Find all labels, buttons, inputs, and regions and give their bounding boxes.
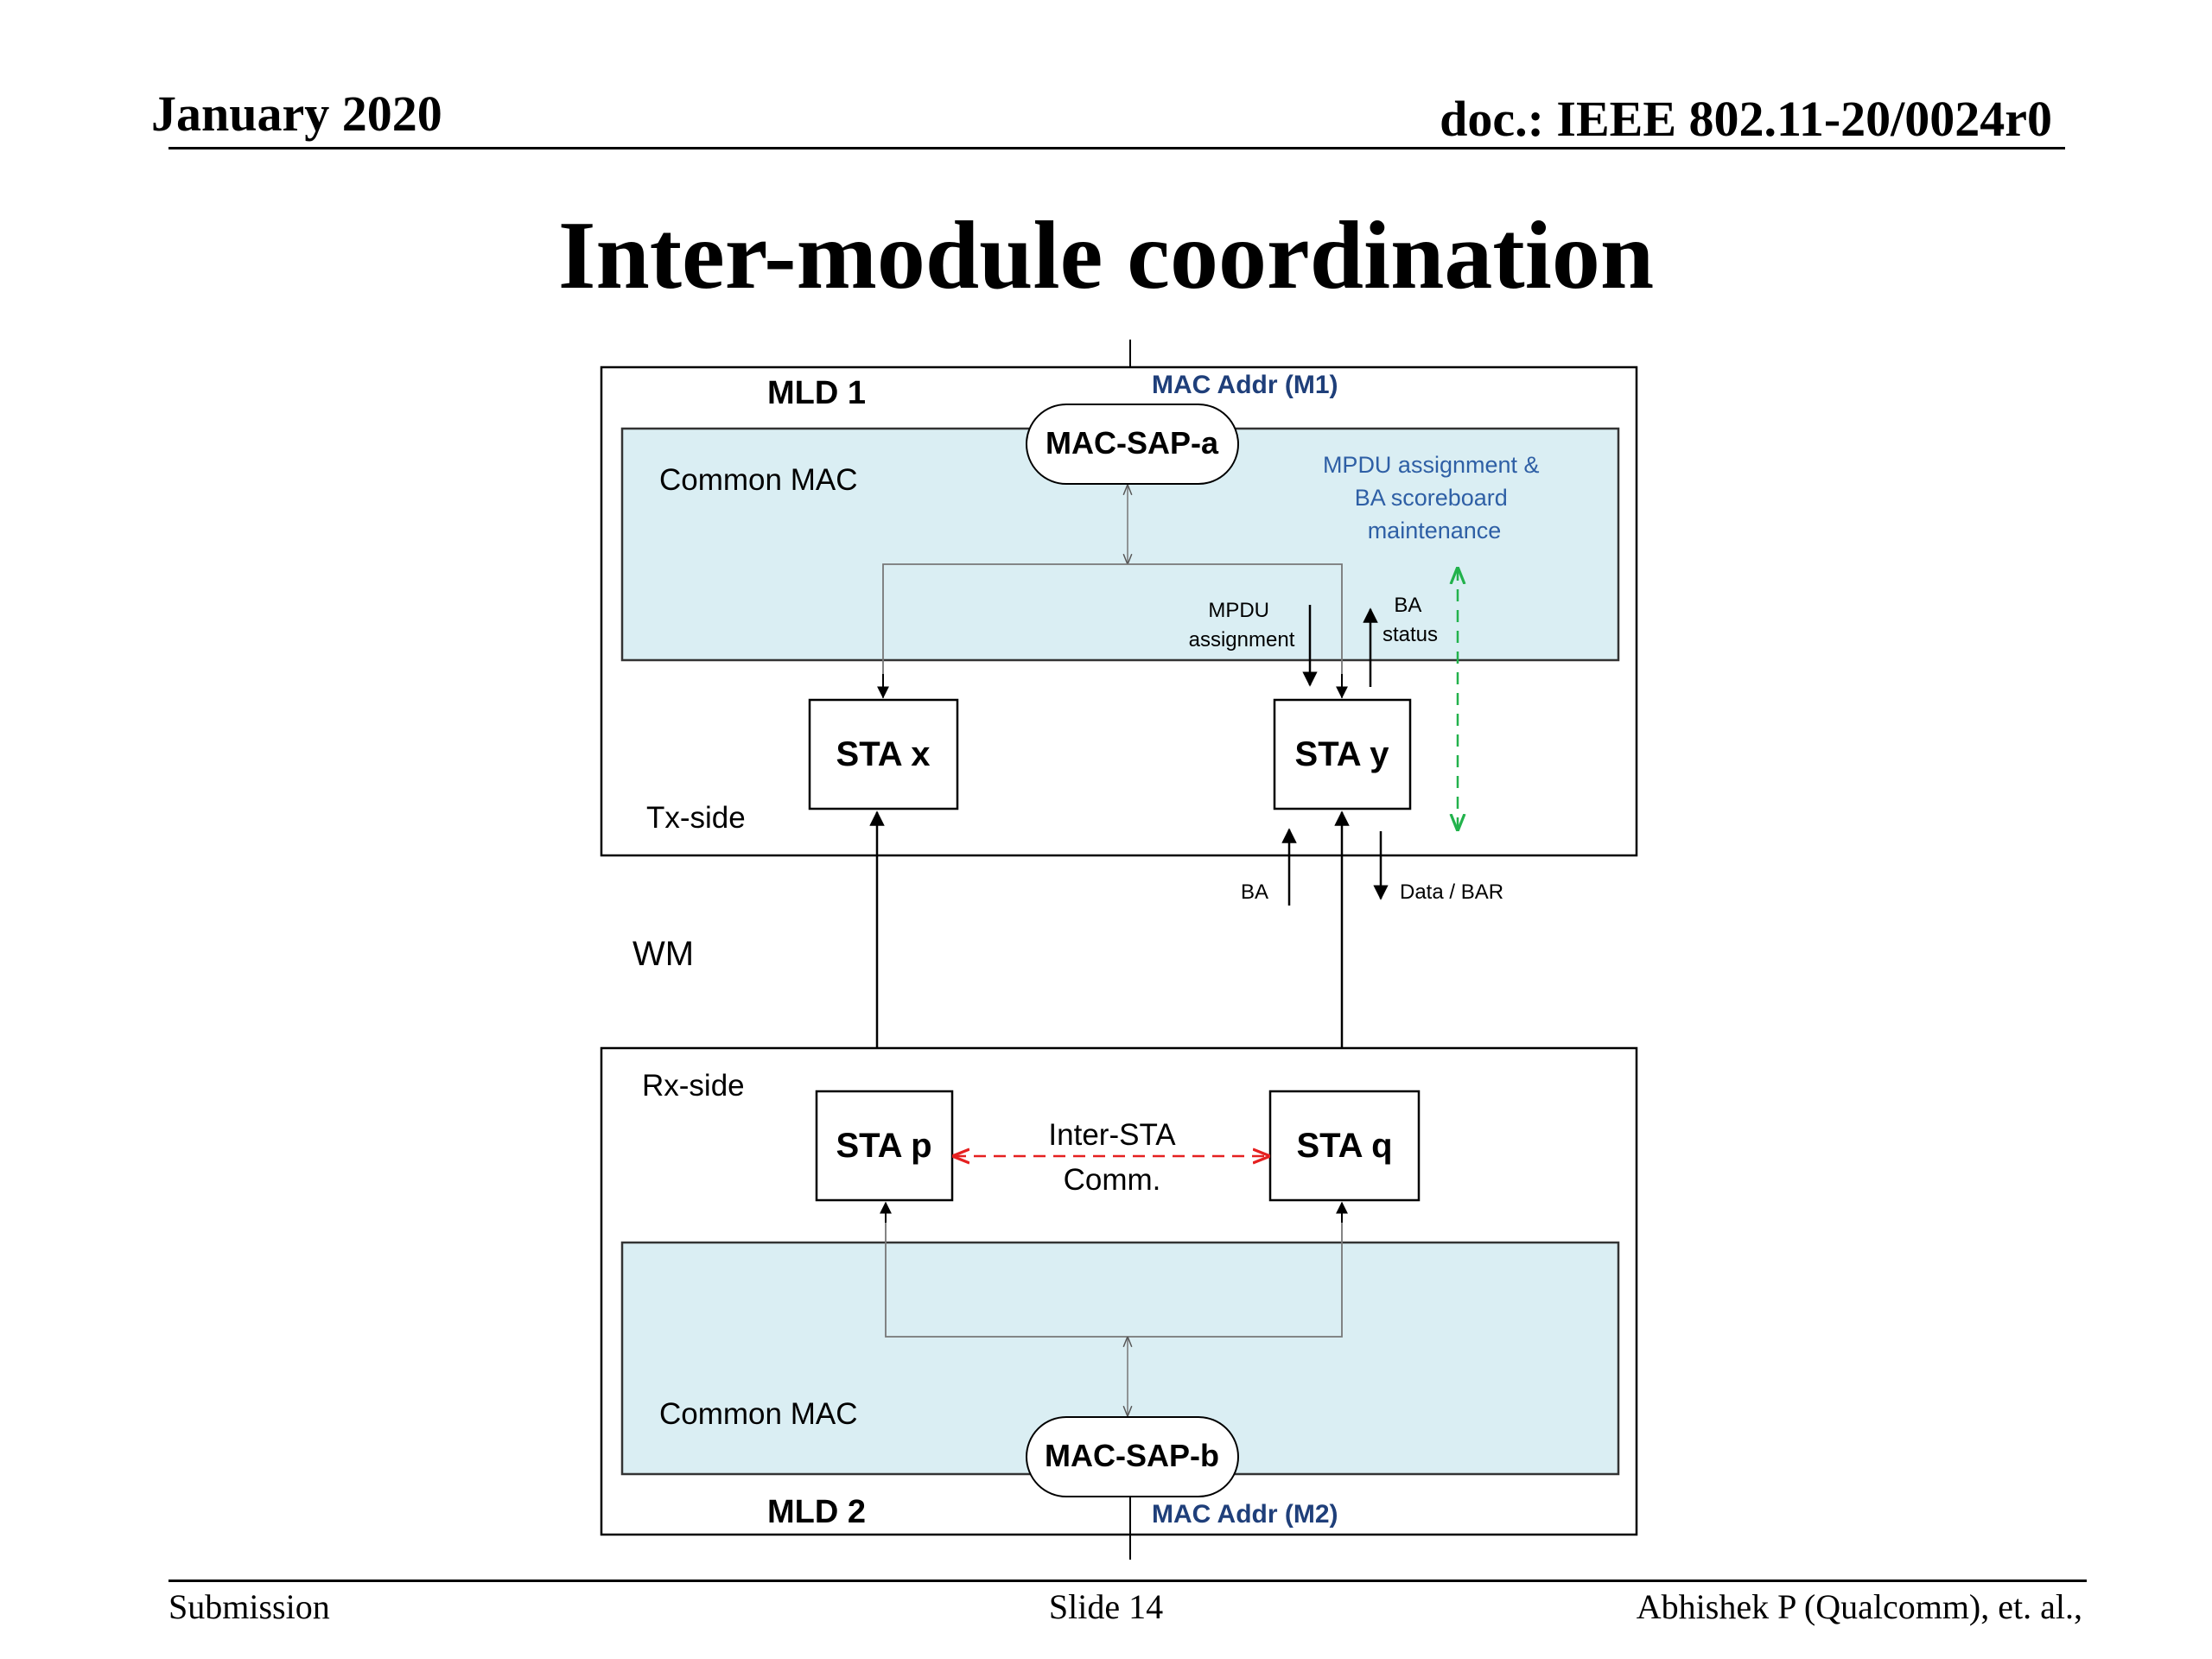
ba-label: BA [1241,880,1268,904]
sta-p-label: STA p [836,1127,931,1165]
mld1-common-mac-label: Common MAC [659,463,857,497]
mpdu-assignment-label: MPDU assignment [1189,599,1295,652]
sta-x-box [808,698,959,810]
header-doc-id: doc.: IEEE 802.11-20/0024r0 [1440,91,2052,147]
sta-x-label: STA x [836,735,931,773]
mld2-distribution-line [885,1204,1343,1338]
footer-rule [168,1580,2087,1582]
ba-status-label: BA status [1382,594,1438,646]
inter-sta-label-line1: Inter-STA [1048,1118,1176,1152]
sta-p-box [815,1090,954,1202]
footer-slide-number: Slide 14 [1048,1587,1164,1626]
wm-label: WM [632,935,694,973]
footer-author: Abhishek P (Qualcomm), et. al., [1636,1587,2082,1626]
mld1-note: MPDU assignment & BA scoreboard maintena… [1323,452,1546,543]
inter-sta-label-line2: Comm. [1064,1163,1161,1197]
mld1-note-line1: MPDU assignment & [1323,452,1540,478]
sta-q-box [1268,1090,1421,1202]
mld2-common-mac-label: Common MAC [659,1397,857,1431]
data-bar-label: Data / BAR [1400,880,1503,904]
header-rule [168,147,2065,149]
mac-sap-b-label: MAC-SAP-b [1045,1438,1219,1473]
header-date: January 2020 [151,86,442,142]
mld1-label: MLD 1 [767,375,866,411]
mld1-note-line2: BA scoreboard [1355,485,1508,511]
slide-title: Inter-module coordination [557,202,1655,309]
mld1-mac-addr: MAC Addr (M1) [1152,371,1338,399]
mac-sap-a-label: MAC-SAP-a [1046,425,1219,461]
mac-sap-a-oval [1026,404,1239,485]
sta-y-label: STA y [1295,735,1390,773]
sta-q-label: STA q [1296,1127,1392,1165]
tx-side-label: Tx-side [646,801,746,835]
mld2-mac-addr: MAC Addr (M2) [1152,1500,1338,1529]
mld1-note-line3: maintenance [1368,518,1502,543]
footer-submission: Submission [168,1587,330,1626]
mld2-label: MLD 2 [767,1494,866,1530]
mld1-distribution-line [882,563,1343,698]
rx-side-label: Rx-side [642,1069,745,1103]
sta-y-box [1273,698,1412,810]
mac-sap-b-oval [1026,1416,1239,1497]
